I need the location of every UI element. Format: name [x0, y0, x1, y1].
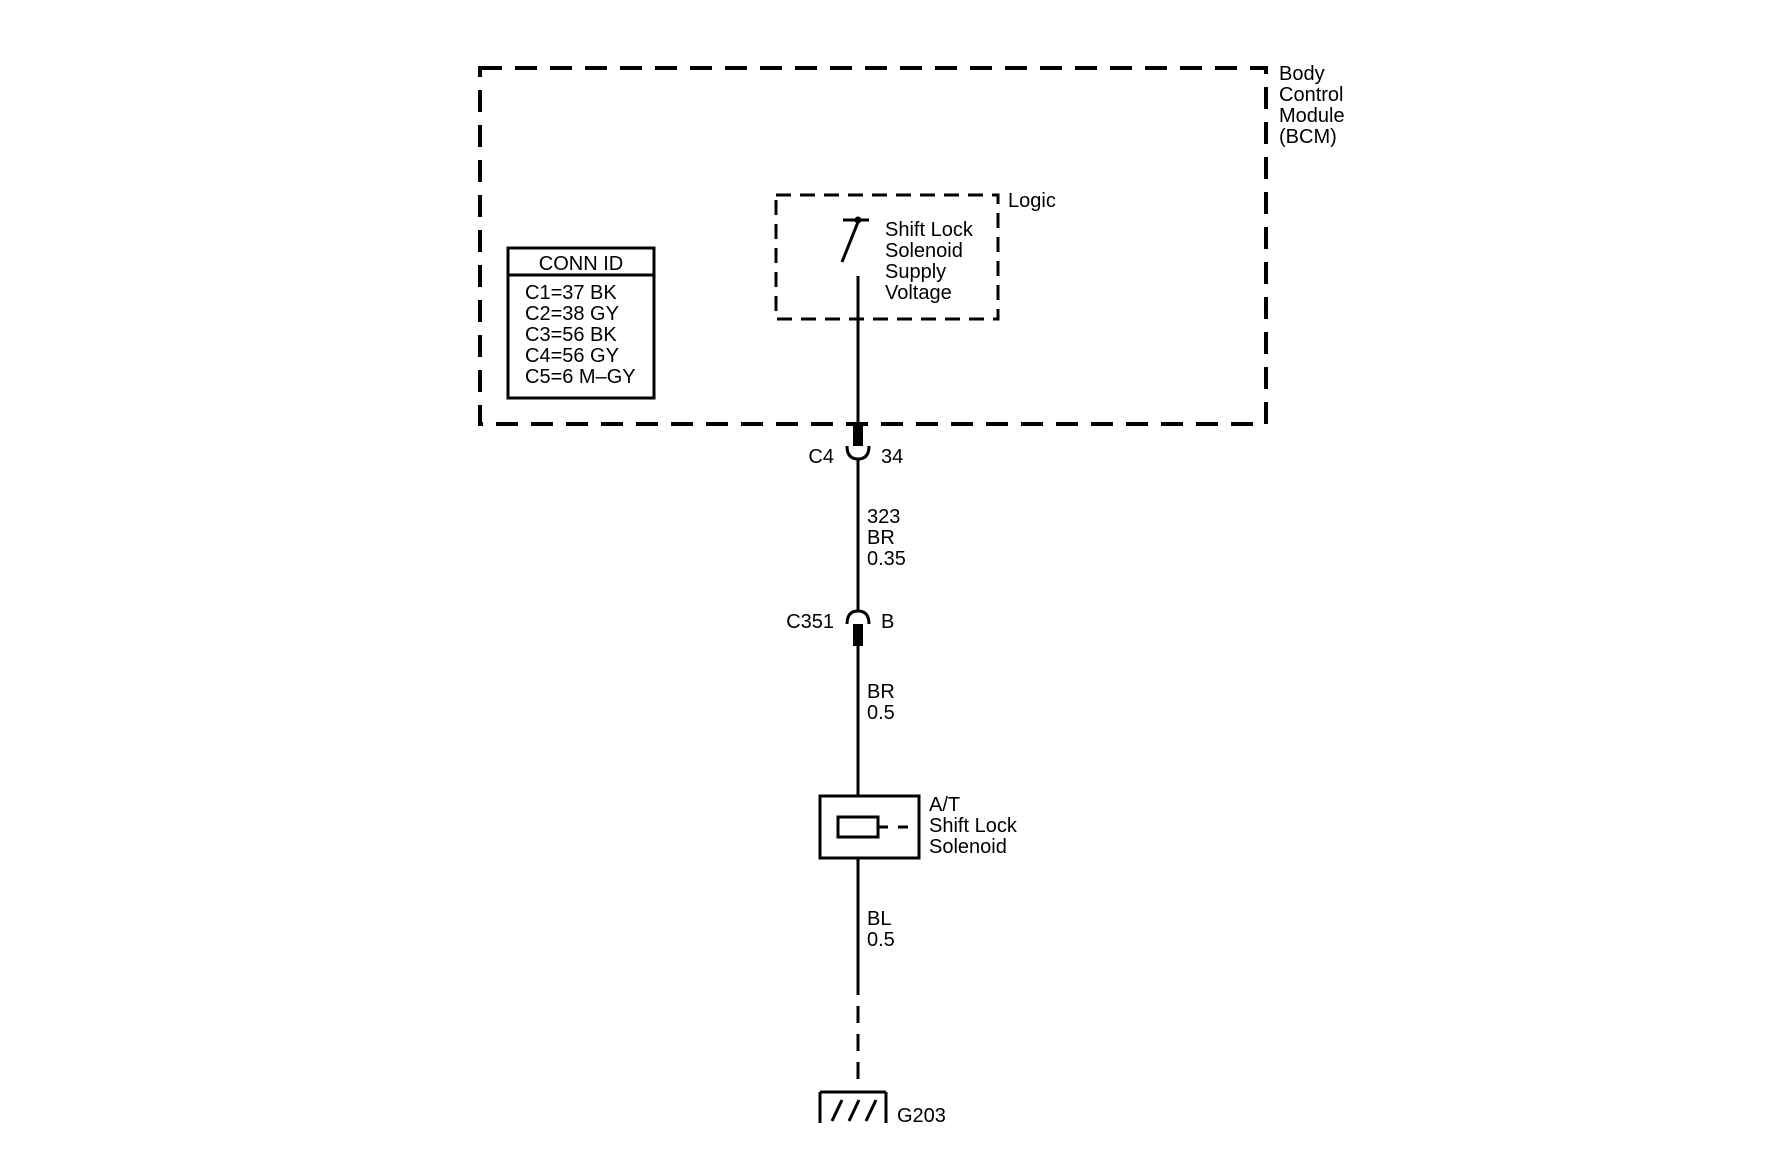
svg-text:Control: Control — [1279, 84, 1343, 106]
svg-text:0.5: 0.5 — [867, 929, 895, 951]
conn-id-row: C5=6 M–GY — [525, 366, 636, 388]
conn-id-row: C1=37 BK — [525, 282, 617, 304]
conn-id-row: C4=56 GY — [525, 345, 619, 367]
svg-text:Solenoid: Solenoid — [885, 240, 963, 262]
connector-c351-pin: B — [881, 611, 894, 633]
svg-text:BR: BR — [867, 527, 895, 549]
ground-label: G203 — [897, 1105, 946, 1127]
svg-text:Body: Body — [1279, 63, 1325, 85]
connector-c351 — [845, 609, 871, 646]
logic-label: Logic — [1008, 190, 1056, 212]
conn-id-header: CONN ID — [539, 253, 623, 275]
svg-text:0.35: 0.35 — [867, 548, 906, 570]
svg-text:Supply: Supply — [885, 261, 946, 283]
svg-text:(BCM): (BCM) — [1279, 126, 1337, 148]
connector-c4 — [845, 424, 871, 461]
conn-id-row: C2=38 GY — [525, 303, 619, 325]
bcm-label: Body Control Module (BCM) — [1279, 63, 1345, 148]
wire-lower-label: BL 0.5 — [867, 908, 895, 951]
connector-c351-name: C351 — [786, 611, 834, 633]
wire-middle-label: BR 0.5 — [867, 681, 895, 724]
logic-block-outline — [774, 193, 1000, 321]
svg-text:0.5: 0.5 — [867, 702, 895, 724]
solenoid-label: A/T Shift Lock Solenoid — [929, 794, 1018, 858]
svg-text:A/T: A/T — [929, 794, 960, 816]
svg-text:Shift Lock: Shift Lock — [929, 815, 1018, 837]
svg-text:Shift Lock: Shift Lock — [885, 219, 974, 241]
conn-id-table: CONN ID C1=37 BK C2=38 GY C3=56 BK C4=56… — [506, 246, 656, 400]
svg-text:Solenoid: Solenoid — [929, 836, 1007, 858]
wire-upper-label: 323 BR 0.35 — [867, 506, 906, 570]
svg-text:Voltage: Voltage — [885, 282, 952, 304]
conn-id-row: C3=56 BK — [525, 324, 617, 346]
svg-text:323: 323 — [867, 506, 900, 528]
supply-switch-icon — [840, 216, 869, 263]
connector-c4-name: C4 — [808, 446, 834, 468]
switch-label: Shift Lock Solenoid Supply Voltage — [885, 219, 974, 304]
bcm-module-outline — [478, 66, 1268, 426]
svg-text:BL: BL — [867, 908, 891, 930]
connector-c4-pin: 34 — [881, 446, 903, 468]
solenoid-icon — [818, 794, 921, 860]
ground-icon — [818, 1090, 888, 1123]
svg-text:BR: BR — [867, 681, 895, 703]
svg-text:Module: Module — [1279, 105, 1345, 127]
